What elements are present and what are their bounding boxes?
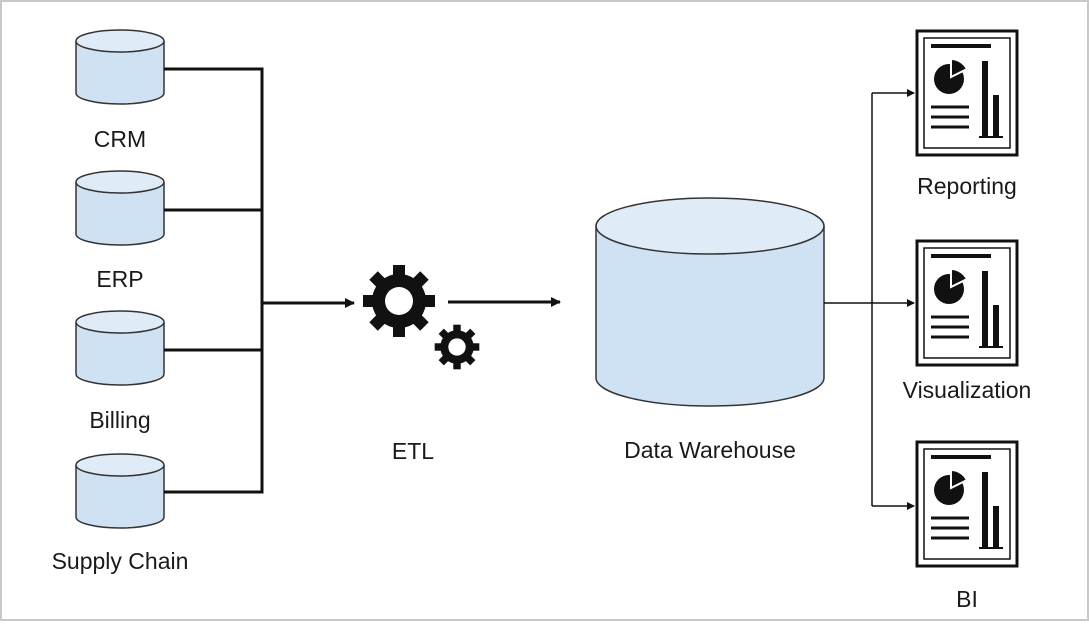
etl-label: ETL — [392, 438, 434, 464]
etl-node: ETL — [363, 265, 480, 464]
database-icon — [75, 29, 165, 105]
output-reporting: Reporting — [915, 29, 1019, 199]
database-icon — [75, 453, 165, 529]
output-label-bi: BI — [956, 586, 978, 612]
gears-icon — [363, 265, 480, 370]
source-label-erp: ERP — [96, 266, 143, 292]
source-supply-chain: Supply Chain — [52, 453, 189, 574]
source-label-billing: Billing — [89, 407, 150, 433]
source-crm: CRM — [75, 29, 165, 152]
report-document-icon — [915, 440, 1019, 568]
output-bi: BI — [915, 440, 1019, 612]
report-document-icon — [915, 29, 1019, 157]
data-warehouse-node: Data Warehouse — [595, 197, 825, 463]
output-label-visualization: Visualization — [903, 377, 1032, 403]
database-icon — [595, 197, 825, 407]
source-billing: Billing — [75, 310, 165, 433]
source-label-crm: CRM — [94, 126, 146, 152]
source-erp: ERP — [75, 170, 165, 292]
warehouse-label: Data Warehouse — [624, 437, 796, 463]
database-icon — [75, 170, 165, 246]
output-visualization: Visualization — [903, 239, 1032, 403]
output-label-reporting: Reporting — [917, 173, 1017, 199]
source-label-supply-chain: Supply Chain — [52, 548, 189, 574]
report-document-icon — [915, 239, 1019, 367]
database-icon — [75, 310, 165, 386]
output-connectors — [824, 89, 915, 510]
source-connectors — [164, 67, 355, 494]
